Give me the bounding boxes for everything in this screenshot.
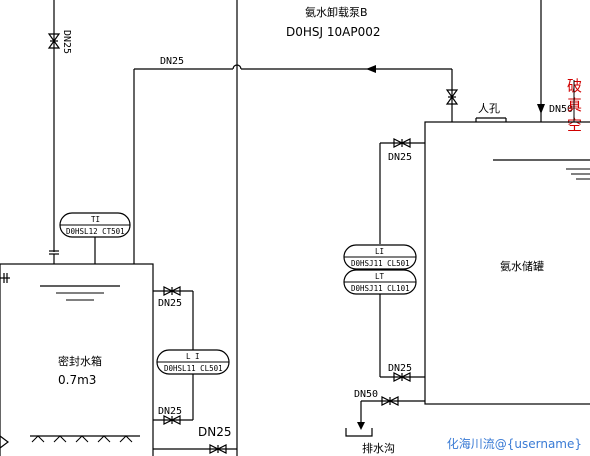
seal-outlet-size: DN25 bbox=[198, 425, 232, 439]
main-header-size: DN25 bbox=[160, 56, 184, 67]
tank-li-tag: D0HSJ11 CL501 bbox=[351, 259, 410, 268]
vacuum-breaker-char-3: 空 bbox=[567, 116, 582, 134]
seal-gauge-top-size: DN25 bbox=[158, 298, 182, 309]
vacuum-breaker-char-1: 破 bbox=[567, 77, 582, 95]
ti-tag: D0HSL12 CT501 bbox=[66, 227, 125, 236]
seal-gauge-bottom-valve-icon[interactable] bbox=[163, 415, 181, 425]
seal-gauge-bottom-size: DN25 bbox=[158, 406, 182, 417]
tank-gauge-bottom-valve-icon[interactable] bbox=[393, 372, 411, 382]
seal-tank-name: 密封水箱 bbox=[58, 354, 102, 368]
flow-arrow-icon bbox=[357, 422, 365, 430]
seal-li-instrument[interactable]: L I D0HSL11 CL501 bbox=[156, 349, 230, 375]
drain-valve-icon[interactable] bbox=[381, 396, 399, 406]
seal-li-type: L I bbox=[186, 352, 200, 361]
storage-tank bbox=[424, 121, 590, 405]
storage-tank-name: 氨水储罐 bbox=[500, 259, 544, 273]
ti-type: TI bbox=[91, 215, 100, 224]
seal-tank-nozzles bbox=[31, 435, 133, 443]
drain-name: 排水沟 bbox=[362, 441, 395, 455]
tank-li-type: LI bbox=[375, 247, 384, 256]
tank-lt-tag: D0HSJ11 CL101 bbox=[351, 284, 410, 293]
tank-gauge-top-size: DN25 bbox=[388, 152, 412, 163]
flow-arrow-icon bbox=[366, 65, 376, 73]
tank-gauge-bottom-size: DN25 bbox=[388, 363, 412, 374]
drain-size: DN50 bbox=[354, 389, 378, 400]
drain-trench bbox=[345, 428, 373, 437]
left-vertical-pipe-size: DN25 bbox=[61, 30, 72, 54]
tank-inlet-valve-icon[interactable] bbox=[445, 89, 459, 105]
pump-name: 氨水卸载泵B bbox=[305, 5, 368, 19]
seal-li-tag: D0HSL11 CL501 bbox=[164, 364, 223, 373]
tank-lt-instrument[interactable]: LT D0HSJ11 CL101 bbox=[343, 269, 417, 295]
ti-instrument[interactable]: TI D0HSL12 CT501 bbox=[59, 212, 131, 238]
tank-li-instrument[interactable]: LI D0HSJ11 CL501 bbox=[343, 244, 417, 270]
tank-inlet-size: DN50 bbox=[549, 104, 573, 115]
manhole-label: 人孔 bbox=[478, 102, 500, 115]
vacuum-breaker-char-2: 真 bbox=[567, 96, 582, 114]
watermark: 化海川流@{username} bbox=[446, 437, 582, 451]
seal-water-tank bbox=[0, 263, 154, 456]
pump-tag: D0HSJ 10AP002 bbox=[286, 25, 381, 39]
tank-lt-type: LT bbox=[375, 272, 385, 281]
flow-arrow-icon bbox=[537, 104, 545, 114]
seal-gauge-top-valve-icon[interactable] bbox=[163, 286, 181, 296]
seal-tank-volume: 0.7m3 bbox=[58, 373, 96, 387]
seal-tank-drain-valve-icon[interactable] bbox=[0, 435, 9, 449]
seal-outlet-valve-icon[interactable] bbox=[209, 444, 227, 454]
tank-gauge-top-valve-icon[interactable] bbox=[393, 138, 411, 148]
left-vertical-valve-icon[interactable] bbox=[47, 33, 61, 49]
